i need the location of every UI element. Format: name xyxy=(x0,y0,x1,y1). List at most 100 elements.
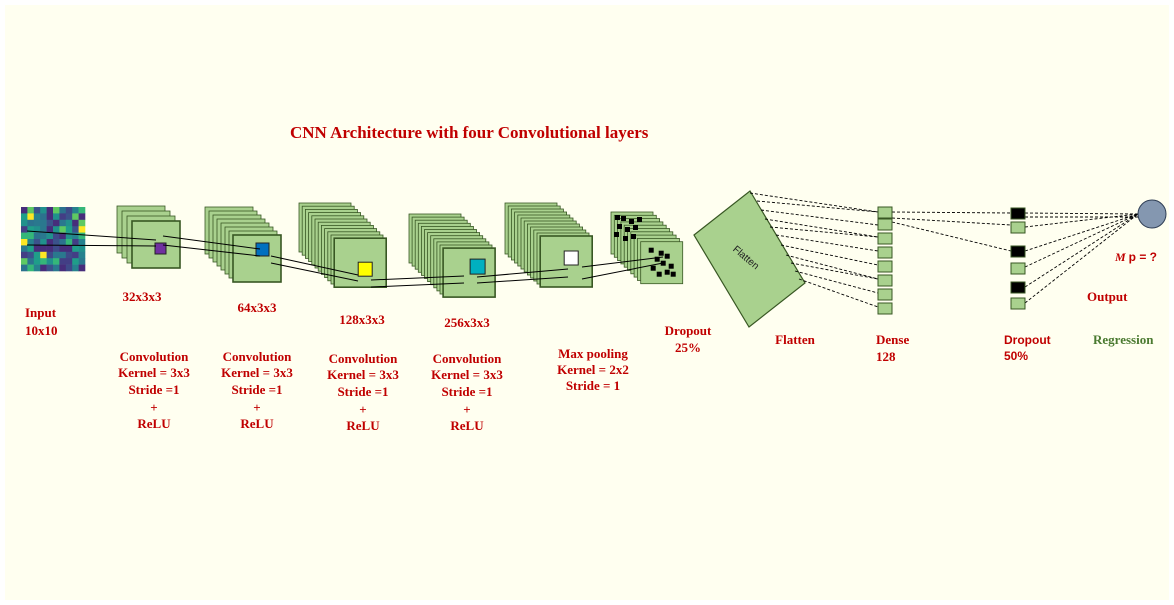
input-cell xyxy=(78,239,86,246)
conv-desc-line: ReLU xyxy=(450,418,484,433)
dense-unit xyxy=(877,218,893,231)
input-cell xyxy=(46,207,54,214)
input-heatmap xyxy=(21,207,86,272)
dense-layer xyxy=(877,206,893,315)
conv2-size: 64x3x3 xyxy=(238,300,278,315)
conv-desc-line: Kernel = 3x3 xyxy=(118,365,190,380)
input-cell xyxy=(46,264,54,272)
input-cell xyxy=(33,258,41,265)
input-cell xyxy=(53,245,60,253)
conv4-size: 256x3x3 xyxy=(444,315,490,330)
input-cell xyxy=(46,213,54,221)
flatten-label: Flatten xyxy=(775,332,815,347)
input-cell xyxy=(53,226,60,233)
dashed-link xyxy=(1024,213,1139,252)
input-cell xyxy=(40,207,47,214)
connection-line xyxy=(162,244,261,257)
conv1-size: 32x3x3 xyxy=(123,289,163,304)
input-cell xyxy=(65,239,73,246)
diagram-title: CNN Architecture with four Convolutional… xyxy=(290,123,649,142)
dense-unit xyxy=(877,288,893,301)
dropped-unit xyxy=(615,215,620,220)
connection-line xyxy=(370,282,465,288)
input-cell xyxy=(78,219,86,227)
dropped-unit xyxy=(1010,207,1026,220)
conv-desc-line: + xyxy=(359,402,366,417)
input-cell xyxy=(59,213,67,221)
connection-lines xyxy=(26,230,664,288)
conv-desc-line: Convolution xyxy=(120,349,189,364)
dropped-unit xyxy=(658,250,664,256)
input-cell xyxy=(72,232,79,240)
connection-line xyxy=(581,256,664,268)
input-cell xyxy=(78,258,86,265)
input-cell xyxy=(21,207,28,214)
feature-map xyxy=(442,247,496,298)
input-cell xyxy=(21,264,28,272)
connection-line xyxy=(476,268,569,278)
flatten-box: Flatten xyxy=(693,190,806,328)
input-cell xyxy=(53,239,60,246)
input-cell xyxy=(21,239,28,246)
conv4-stack xyxy=(408,213,496,298)
input-cell xyxy=(72,213,79,221)
dense-unit xyxy=(877,246,893,259)
input-cell xyxy=(65,207,73,214)
input-label: Input xyxy=(25,305,57,320)
input-cell xyxy=(65,245,73,253)
input-cell xyxy=(59,232,67,240)
dropped-unit xyxy=(637,217,642,222)
maxpool-line-1: Max pooling xyxy=(558,346,628,361)
input-cell xyxy=(78,251,86,259)
dropped-unit xyxy=(664,269,670,275)
dashed-link xyxy=(764,218,879,238)
flatten-block xyxy=(693,190,806,328)
input-cell xyxy=(27,213,35,221)
conv3-size: 128x3x3 xyxy=(339,312,385,327)
input-cell xyxy=(53,207,60,214)
input-cell xyxy=(27,245,35,253)
input-cell xyxy=(78,226,86,233)
input-cell xyxy=(21,232,28,240)
input-cell xyxy=(53,251,60,259)
dropped-unit xyxy=(654,256,660,262)
input-cell xyxy=(78,207,86,214)
dashed-link xyxy=(1024,212,1139,215)
dropped-unit xyxy=(650,265,656,271)
conv-desc-line: + xyxy=(253,400,260,415)
dashed-link xyxy=(790,262,879,280)
dashed-link xyxy=(780,244,879,266)
input-cell xyxy=(27,239,35,246)
dropped-unit xyxy=(629,219,634,224)
dashed-link xyxy=(760,209,879,226)
dropout2-label: Dropout xyxy=(1004,333,1051,347)
dropout1-rate: 25% xyxy=(675,340,701,355)
input-cell xyxy=(53,219,60,227)
feature-map xyxy=(232,234,282,283)
dropped-unit xyxy=(1010,281,1026,294)
input-cell xyxy=(21,213,28,221)
input-cell xyxy=(40,232,47,240)
maxpool-stack xyxy=(504,202,594,288)
dropped-unit xyxy=(623,236,628,241)
input-cell xyxy=(27,219,35,227)
conv-desc-line: Convolution xyxy=(223,349,292,364)
dropped-unit xyxy=(1010,245,1026,258)
dashed-link xyxy=(798,278,879,308)
dropped-unit xyxy=(621,216,626,221)
input-cell xyxy=(33,226,41,233)
input-cell xyxy=(33,232,41,240)
input-cell xyxy=(72,245,79,253)
dashed-link xyxy=(1024,213,1139,228)
input-cell xyxy=(65,251,73,259)
maxpool-line-3: Stride = 1 xyxy=(566,378,620,393)
dense-unit xyxy=(877,274,893,287)
input-cell xyxy=(40,245,47,253)
input-cell xyxy=(72,264,79,272)
input-cell xyxy=(33,251,41,259)
input-cell xyxy=(72,226,79,233)
dashed-link xyxy=(749,192,879,213)
dropout-layer xyxy=(1010,207,1026,310)
input-cell xyxy=(27,207,35,214)
conv-desc-line: Kernel = 3x3 xyxy=(431,367,503,382)
